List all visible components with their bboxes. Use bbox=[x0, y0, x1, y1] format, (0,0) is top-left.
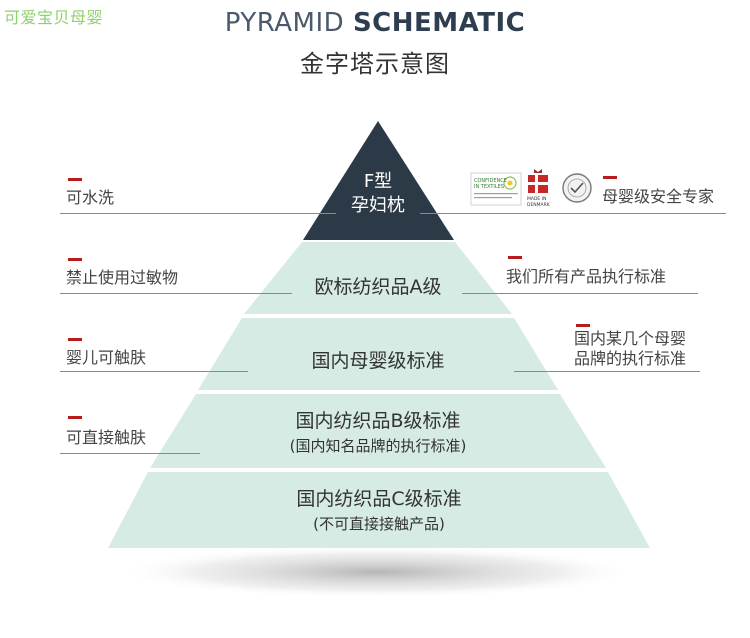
right-note-3: 国内某几个母婴 品牌的执行标准 bbox=[574, 329, 686, 369]
quality-seal-logo bbox=[562, 173, 592, 203]
right-note-2-marker bbox=[508, 256, 522, 259]
right-note-3-line bbox=[514, 371, 700, 372]
right-note-1-marker bbox=[603, 176, 617, 179]
tier-2-label: 国内母婴级标准 bbox=[198, 346, 558, 373]
left-note-3: 婴儿可触肤 bbox=[66, 348, 147, 367]
tier-4-sub: (不可直接接触产品) bbox=[313, 515, 445, 533]
right-note-1-line bbox=[420, 213, 726, 214]
left-note-1: 可水洗 bbox=[66, 188, 115, 207]
pyramid-tier-1 bbox=[244, 242, 512, 314]
right-note-3-marker bbox=[576, 324, 590, 327]
left-note-3-line bbox=[60, 371, 248, 372]
title-chinese: 金字塔示意图 bbox=[300, 50, 450, 78]
right-note-3-line1: 国内某几个母婴 bbox=[574, 329, 687, 348]
tier-1-label: 欧标纺织品A级 bbox=[244, 272, 512, 299]
left-note-4-marker bbox=[68, 416, 82, 419]
oeko-tex-line-1: CONFIDENCE bbox=[474, 178, 507, 184]
tier-3-main: 国内纺织品B级标准 bbox=[295, 410, 461, 432]
pyramid-apex bbox=[303, 121, 454, 240]
pyramid-tier-4 bbox=[108, 472, 650, 548]
tier-1-main: 欧标纺织品A级 bbox=[314, 276, 442, 298]
title-english: PYRAMID SCHEMATIC bbox=[0, 8, 750, 38]
country-text: DENMARK bbox=[527, 202, 551, 208]
oeko-tex-logo: CONFIDENCE IN TEXTILES bbox=[470, 172, 522, 206]
left-note-1-marker bbox=[68, 178, 82, 181]
watermark: 可爱宝贝母婴 bbox=[4, 8, 104, 27]
tier-2-main: 国内母婴级标准 bbox=[311, 350, 445, 372]
made-in-denmark-logo: MADE IN DENMARK bbox=[527, 169, 551, 208]
left-note-2-marker bbox=[68, 258, 82, 261]
left-note-4-line bbox=[60, 453, 200, 454]
left-note-1-line bbox=[60, 213, 336, 214]
tier-4-main: 国内纺织品C级标准 bbox=[296, 488, 462, 510]
pyramid-shadow bbox=[118, 546, 638, 598]
apex-label-line1: F型 bbox=[363, 171, 393, 192]
right-note-3-line2: 品牌的执行标准 bbox=[574, 349, 687, 368]
left-note-4: 可直接触肤 bbox=[66, 428, 147, 447]
title-english-bold: SCHEMATIC bbox=[352, 8, 526, 38]
tier-3-label: 国内纺织品B级标准 (国内知名品牌的执行标准) bbox=[150, 406, 606, 456]
left-note-3-marker bbox=[68, 338, 82, 341]
title-english-prefix: PYRAMID bbox=[224, 8, 353, 38]
pyramid-tier-2 bbox=[198, 318, 558, 390]
oeko-tex-line-2: IN TEXTILES bbox=[474, 184, 504, 190]
pyramid-tier-3 bbox=[150, 394, 606, 468]
left-note-2: 禁止使用过敏物 bbox=[66, 268, 179, 287]
apex-label-line2: 孕妇枕 bbox=[351, 195, 405, 216]
made-in-text: MADE IN bbox=[527, 196, 546, 202]
certification-logos: CONFIDENCE IN TEXTILES MADE IN DENMARK bbox=[470, 169, 592, 208]
right-note-2-line bbox=[462, 293, 698, 294]
right-note-2: 我们所有产品执行标准 bbox=[506, 267, 667, 286]
apex-label: F型 孕妇枕 bbox=[318, 170, 438, 218]
left-note-2-line bbox=[60, 293, 292, 294]
tier-4-label: 国内纺织品C级标准 (不可直接接触产品) bbox=[108, 484, 650, 534]
right-note-1: 母婴级安全专家 bbox=[602, 187, 715, 206]
tier-3-sub: (国内知名品牌的执行标准) bbox=[289, 437, 467, 455]
